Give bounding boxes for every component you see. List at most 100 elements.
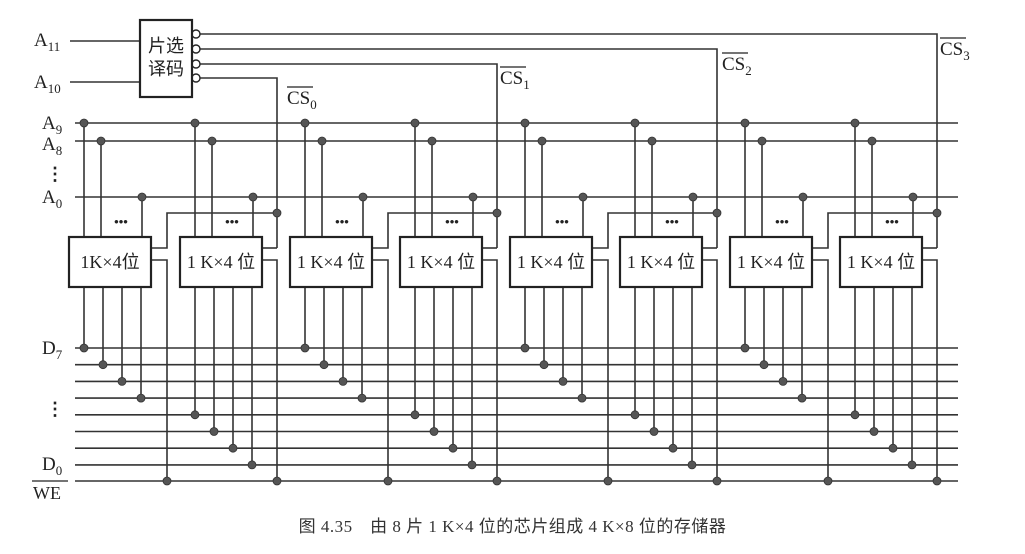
memory-chip-label: 1 K×4 位: [187, 252, 255, 272]
junction-dot: [247, 460, 257, 470]
inverter-bubble: [191, 73, 201, 83]
junction-dot: [357, 393, 367, 403]
junction-dot: [383, 476, 393, 486]
address-ellipsis: •••: [555, 214, 569, 229]
junction-dot: [603, 476, 613, 486]
chips: 1K×4位 1 K×4 位 1 K×4 位 1 K×4 位 1 K×4 位 1 K×4 位…: [67, 235, 924, 289]
junction-dot: [136, 393, 146, 403]
junction-dot: [537, 136, 547, 146]
memory-chip-label: 1 K×4 位: [407, 252, 475, 272]
memory-chip-label: 1 K×4 位: [847, 252, 915, 272]
memory-chip: [67, 235, 153, 289]
junction-dot: [539, 360, 549, 370]
memory-chip: [618, 235, 704, 289]
junction-dot: [79, 343, 89, 353]
a9-label: A9: [42, 113, 62, 137]
a10-label: A10: [34, 72, 61, 96]
junction-dot: [759, 360, 769, 370]
cs3-label: CS3: [940, 39, 970, 63]
memory-chip-label: 1 K×4 位: [737, 252, 805, 272]
junction-dot: [688, 192, 698, 202]
inverter-bubble: [191, 59, 201, 69]
figure-caption: 图 4.35 由 8 片 1 K×4 位的芯片组成 4 K×8 位的存储器: [298, 517, 727, 536]
junction-dot: [117, 376, 127, 386]
junction-dot: [668, 443, 678, 453]
wires: [70, 33, 958, 482]
address-ellipsis: •••: [335, 214, 349, 229]
a8-label: A8: [42, 134, 62, 158]
junction-dot: [492, 208, 502, 218]
memory-chip-label: 1K×4位: [80, 252, 139, 272]
junction-dot: [190, 410, 200, 420]
cs0-wire: [200, 77, 278, 248]
junction-dot: [630, 410, 640, 420]
junction-dot: [319, 360, 329, 370]
we-wire: [372, 259, 389, 481]
junction-dot: [228, 443, 238, 453]
junction-dot: [96, 136, 106, 146]
junction-dot: [448, 443, 458, 453]
junction-dot: [888, 443, 898, 453]
d0-label: D0: [42, 454, 62, 478]
junction-dot: [190, 118, 200, 128]
a0-label: A0: [42, 187, 62, 211]
junction-dot: [647, 136, 657, 146]
junction-dot: [558, 376, 568, 386]
junction-dot: [272, 208, 282, 218]
we-wire: [812, 259, 829, 481]
junction-dot: [209, 427, 219, 436]
junction-dot: [520, 343, 530, 353]
memory-chip-label: 1 K×4 位: [517, 252, 585, 272]
junction-dot: [932, 476, 942, 486]
junction-dot: [687, 460, 697, 470]
cs1-wire: [200, 63, 498, 248]
cs1-label: CS1: [500, 68, 530, 92]
decoder-label-line1: 片选: [148, 36, 184, 56]
junction-dot: [578, 192, 588, 202]
junction-dots: [79, 118, 942, 486]
junction-dot: [492, 476, 502, 486]
address-vertical-ellipsis: ⋮: [46, 164, 64, 184]
junction-dot: [757, 136, 767, 146]
we-wire: [922, 259, 938, 481]
memory-chip: [288, 235, 374, 289]
junction-dot: [317, 136, 327, 146]
address-ellipsis: •••: [225, 214, 239, 229]
d7-label: D7: [42, 338, 63, 362]
cs2-wire: [200, 48, 718, 248]
junction-dot: [410, 410, 420, 420]
chip-select-decoder: 片选 译码: [138, 18, 194, 99]
address-ellipsis: •••: [114, 214, 128, 229]
junction-dot: [98, 360, 108, 370]
junction-dot: [869, 427, 879, 436]
inverter-bubble: [191, 44, 201, 54]
junction-dot: [427, 136, 437, 146]
junction-dot: [358, 192, 368, 202]
junction-dot: [712, 476, 722, 486]
junction-dot: [850, 118, 860, 128]
junction-dot: [467, 460, 477, 470]
junction-dot: [797, 393, 807, 403]
memory-chip: [838, 235, 924, 289]
we-label: WE: [33, 483, 61, 503]
memory-chip: [728, 235, 814, 289]
cs0-label: CS0: [287, 88, 317, 112]
memory-chip: [398, 235, 484, 289]
cs-tie-wire: [812, 212, 937, 249]
junction-dot: [778, 376, 788, 386]
junction-dot: [248, 192, 258, 202]
junction-dot: [740, 118, 750, 128]
we-wire: [592, 259, 609, 481]
junction-dot: [932, 208, 942, 218]
junction-dot: [740, 343, 750, 353]
junction-dot: [338, 376, 348, 386]
junction-dot: [798, 192, 808, 202]
memory-chip: [508, 235, 594, 289]
junction-dot: [908, 192, 918, 202]
address-ellipsis: •••: [665, 214, 679, 229]
junction-dot: [300, 343, 310, 353]
we-wire: [262, 259, 278, 481]
junction-dot: [79, 118, 89, 128]
junction-dot: [712, 208, 722, 218]
data-vertical-ellipsis: ⋮: [46, 399, 64, 419]
